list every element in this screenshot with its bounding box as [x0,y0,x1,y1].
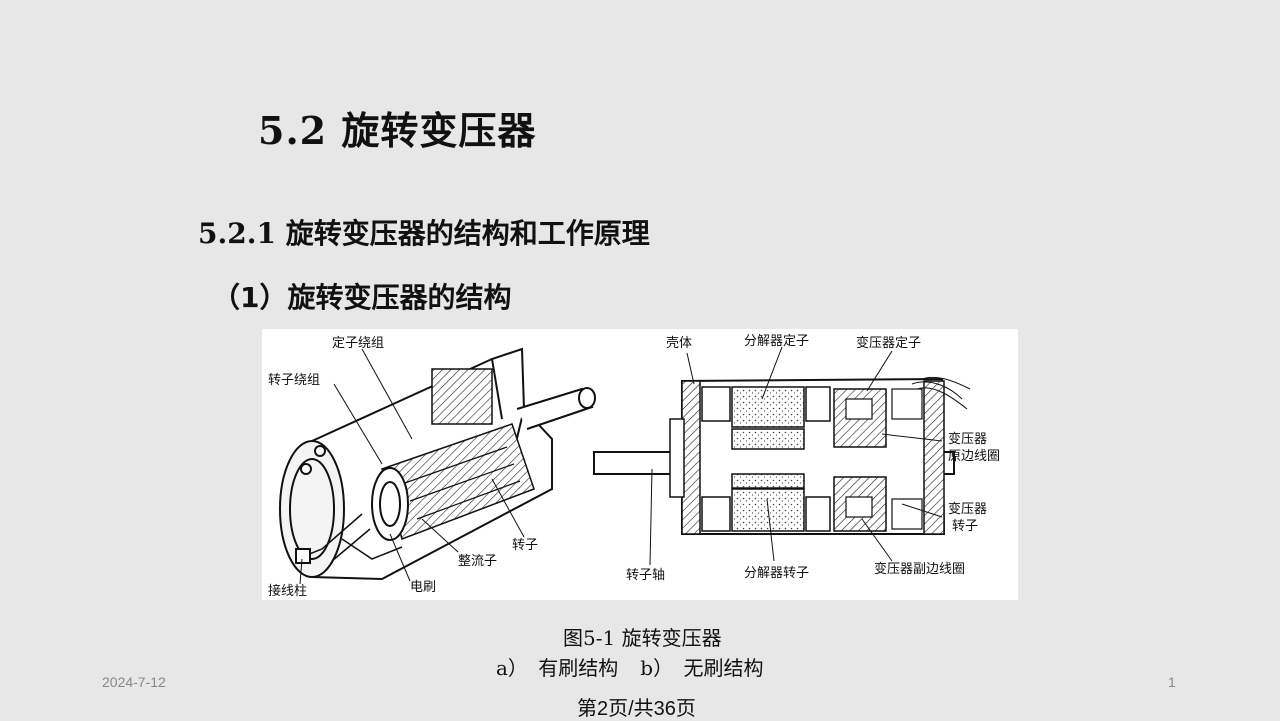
rotary-transformer-figure: 定子绕组 转子绕组 转子 整流子 电刷 接线柱 [262,329,1018,600]
figure-caption-subparts: a） 有刷结构 b） 无刷结构 [496,652,785,681]
figure-caption-title: 图5-1 旋转变压器 [563,626,722,650]
label-transformer-stator: 变压器定子 [856,335,921,351]
section-heading: 5.2.1 旋转变压器的结构和工作原理 [198,217,650,250]
brushed-rotary-transformer-drawing [279,347,596,581]
label-stator-winding: 定子绕组 [332,336,384,351]
footer-slide-number: 1 [1168,674,1176,690]
label-resolver-rotor: 分解器转子 [744,566,809,581]
footer-page-info: 第2页/共36页 [577,698,696,720]
label-transformer-1: 变压器 [948,431,987,447]
slide-title: 5.2 旋转变压器 [258,108,537,153]
label-terminal-post: 接线柱 [268,583,307,599]
caption-part-a: a） 有刷结构 [496,656,619,680]
label-rotor-shaft: 转子轴 [626,568,665,583]
label-rotor: 转子 [512,538,538,553]
figure-drawing: 定子绕组 转子绕组 转子 整流子 电刷 接线柱 [268,334,1000,599]
label-transformer-rotor: 转子 [952,519,978,534]
brushless-rotary-transformer-drawing [593,376,971,535]
label-commutator: 整流子 [458,554,497,569]
label-rotor-winding: 转子绕组 [268,373,320,388]
label-primary-coil: 原边线圈 [948,449,1000,464]
label-secondary-coil: 变压器副边线圈 [874,561,965,577]
footer-date: 2024-7-12 [102,674,166,690]
label-transformer-2: 变压器 [948,501,987,517]
label-brush: 电刷 [410,580,436,595]
label-resolver-stator: 分解器定子 [744,334,809,349]
label-housing: 壳体 [666,336,692,351]
subsection-heading: （1）旋转变压器的结构 [212,281,512,314]
caption-part-b: b） 无刷结构 [640,656,764,680]
brushless-leader-lines [649,346,943,566]
brushed-leader-lines [299,348,525,585]
